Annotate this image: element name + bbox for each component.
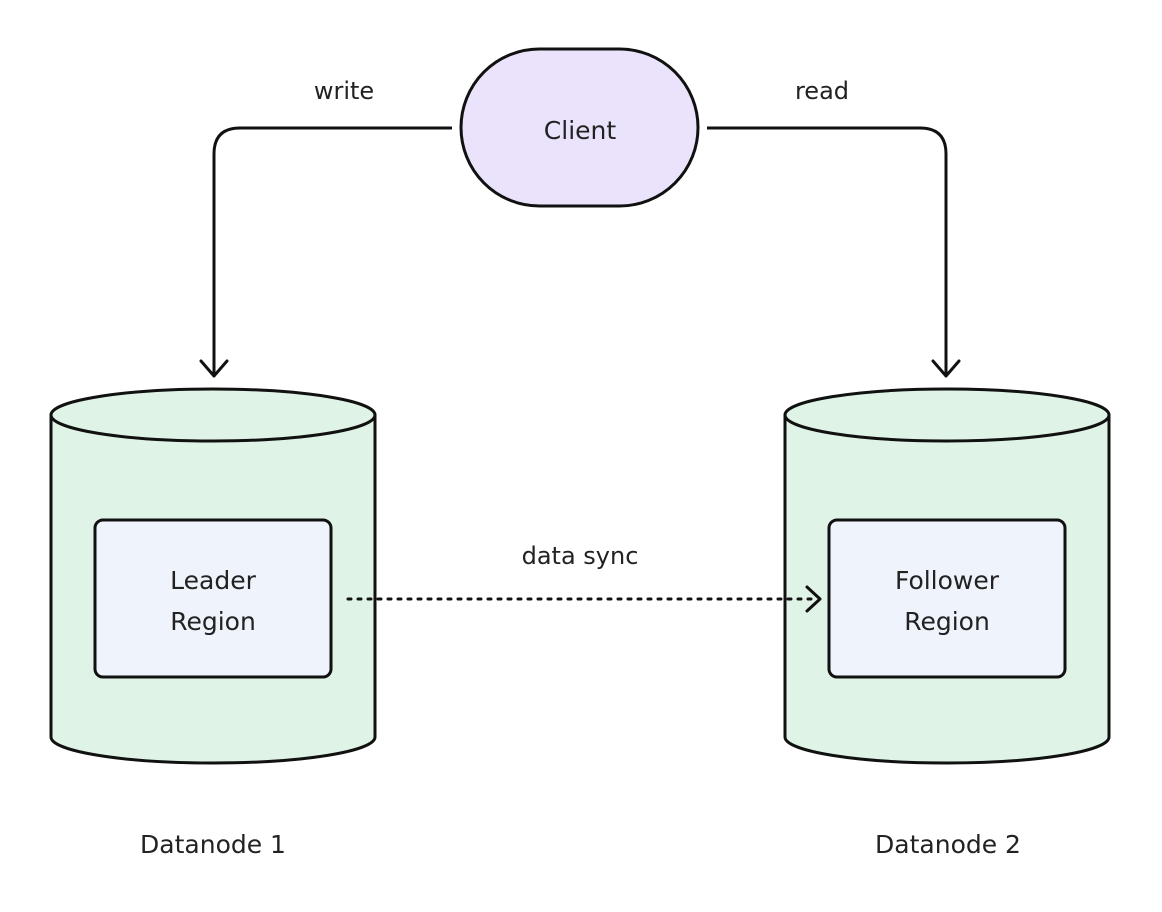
datanode-2-top xyxy=(783,387,1111,443)
leader-region-label-line2: Region xyxy=(170,607,256,636)
data-sync-edge: data sync xyxy=(346,542,822,613)
follower-region-label-line2: Region xyxy=(904,607,990,636)
follower-region-label-line1: Follower xyxy=(895,566,1000,595)
write-arrow-line xyxy=(212,126,452,374)
follower-region-box xyxy=(827,518,1067,679)
read-edge: read xyxy=(707,77,961,378)
datanode-2-label: Datanode 2 xyxy=(875,830,1021,859)
datanode-1-cylinder: Leader Region xyxy=(49,387,377,765)
read-arrow-line xyxy=(707,126,948,374)
client-label: Client xyxy=(544,116,617,145)
data-sync-label: data sync xyxy=(522,542,639,570)
write-edge: write xyxy=(199,77,452,378)
leader-region-box xyxy=(93,518,333,679)
datanode-1-top xyxy=(49,387,377,443)
write-label: write xyxy=(314,77,374,105)
datanode-1-label: Datanode 1 xyxy=(140,830,286,859)
client-node: Client xyxy=(459,47,700,208)
client-shape xyxy=(459,47,700,208)
datanode-2-cylinder: Follower Region xyxy=(783,387,1111,765)
read-label: read xyxy=(795,77,849,105)
write-arrowhead xyxy=(199,359,229,378)
data-sync-arrowhead xyxy=(805,585,822,613)
leader-region-label-line1: Leader xyxy=(170,566,256,595)
read-arrowhead xyxy=(931,359,961,378)
